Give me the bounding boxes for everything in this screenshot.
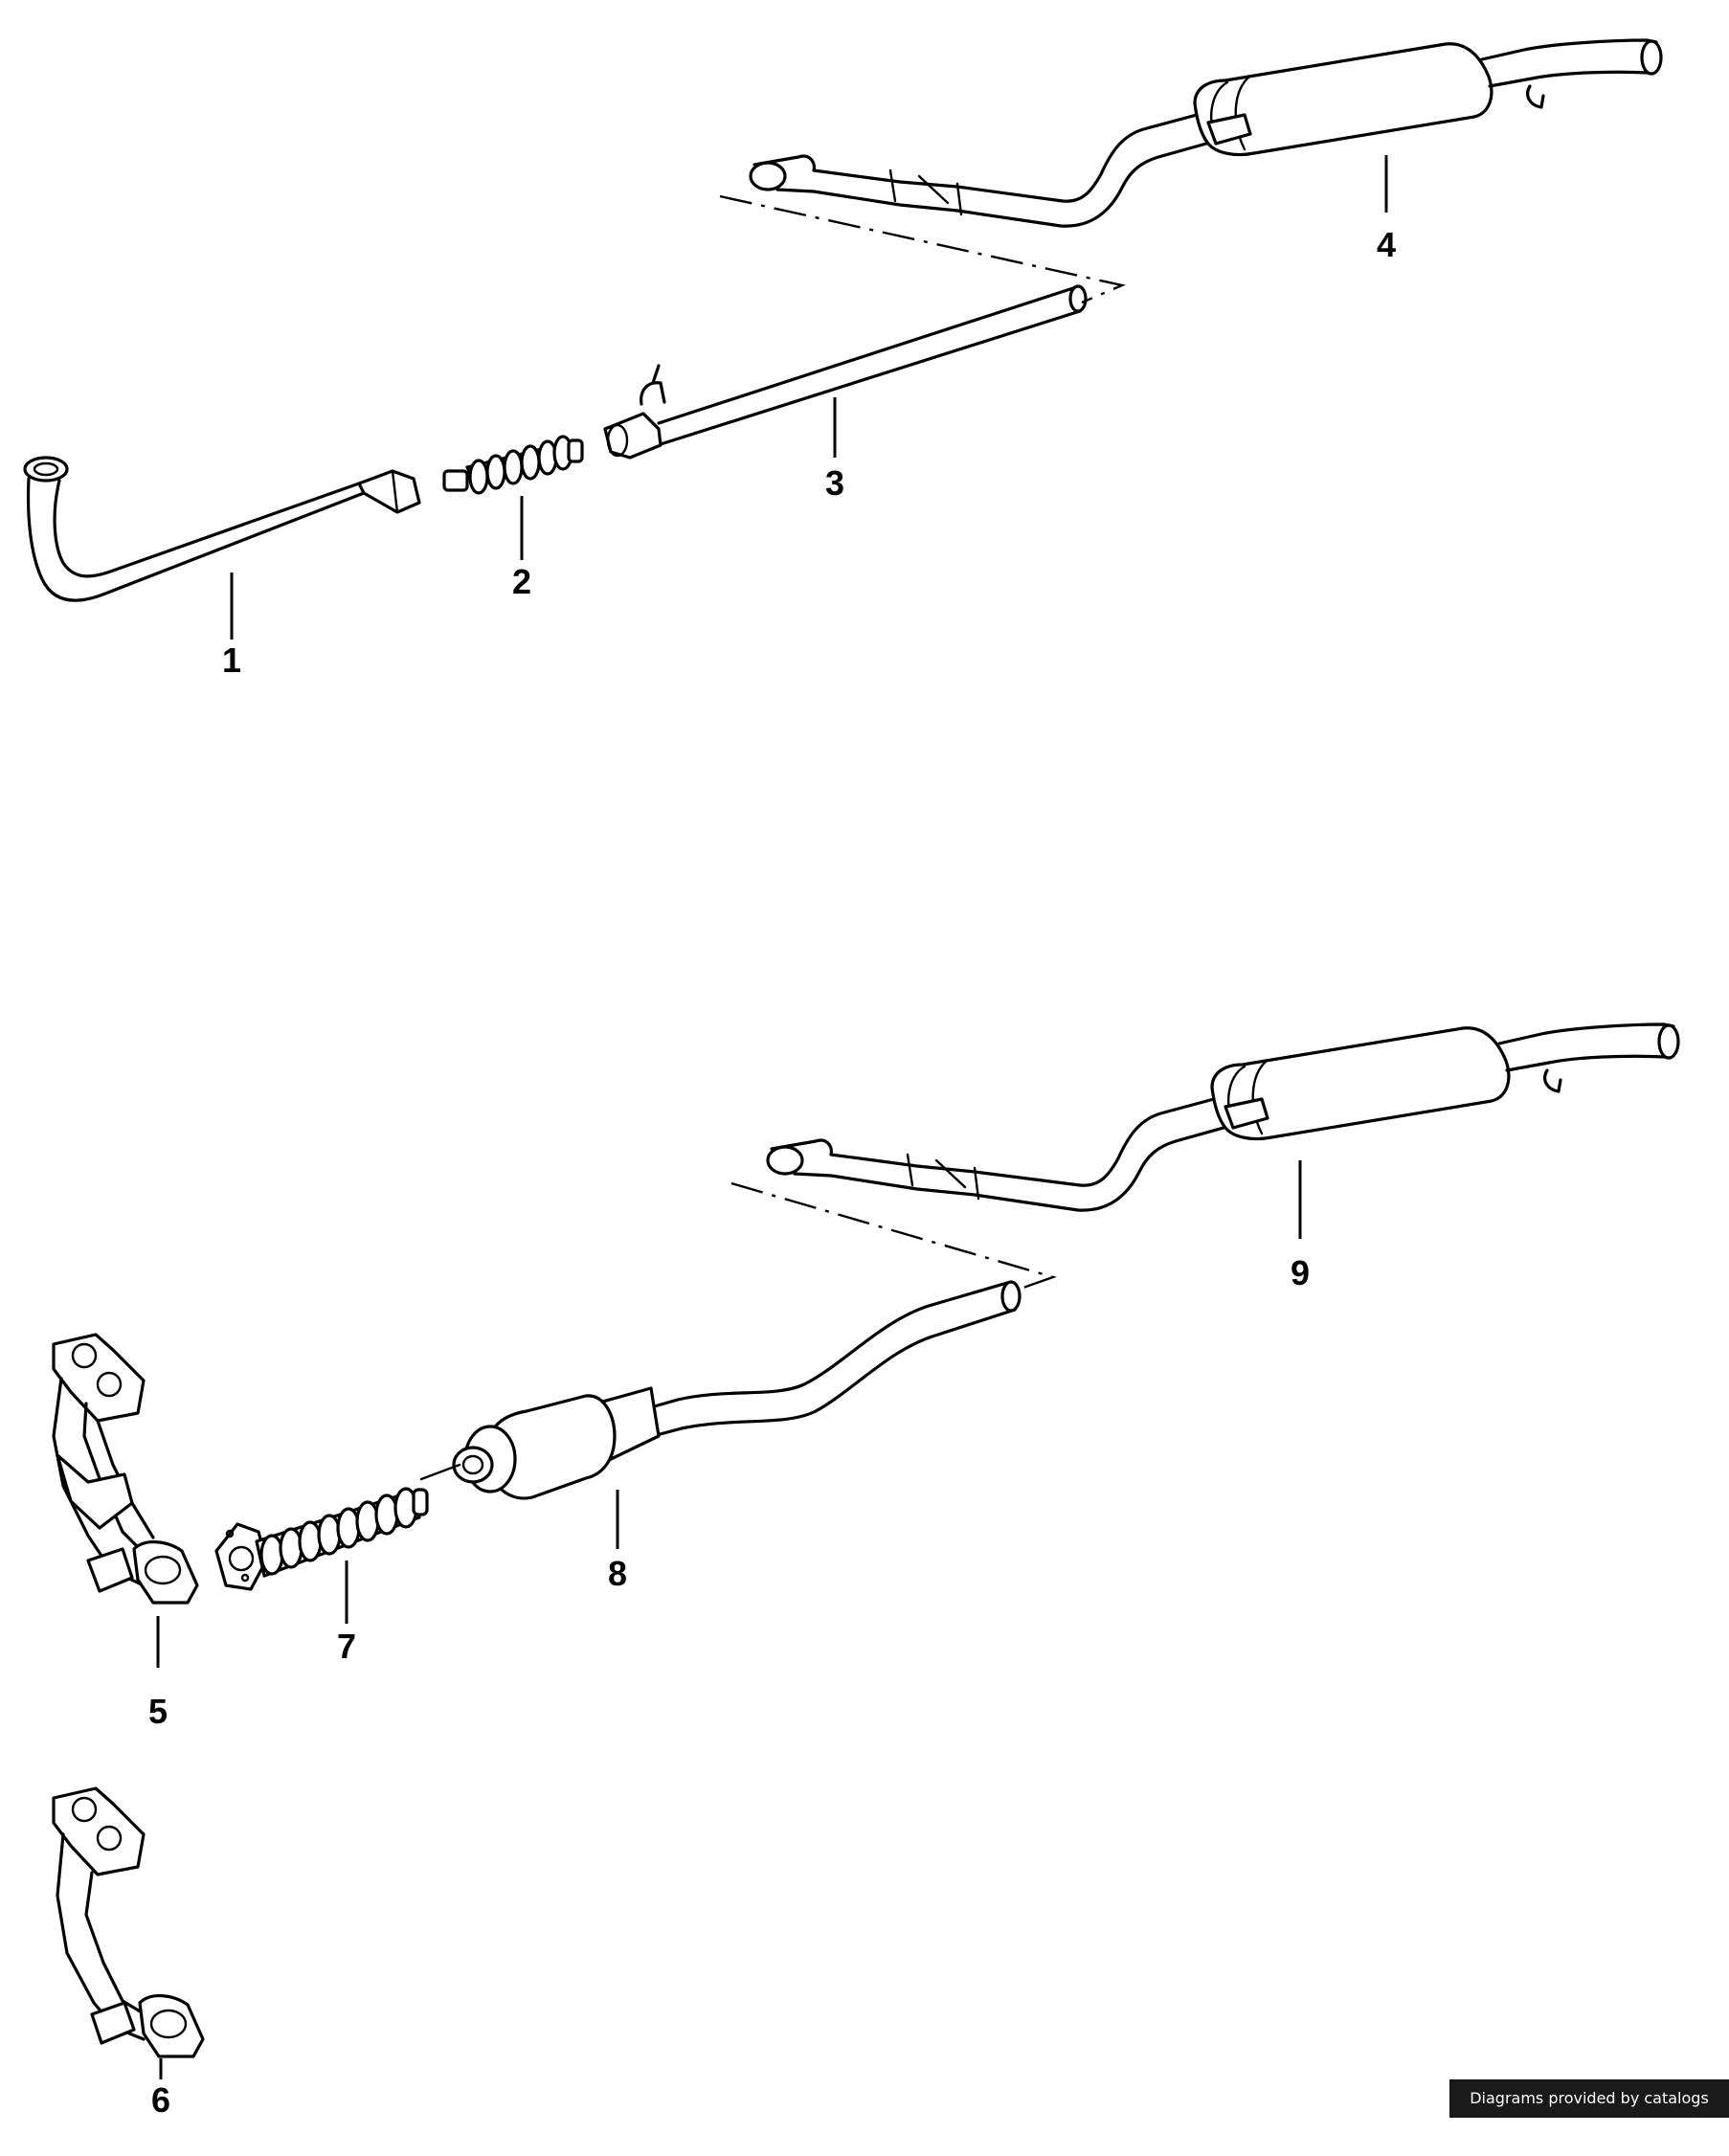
- part-1-front-pipe[interactable]: [23, 456, 421, 602]
- part-9-rear-silencer[interactable]: [766, 1022, 1680, 1212]
- part-2-flex-coupling[interactable]: [442, 435, 584, 495]
- callout-9: 9: [1291, 1253, 1310, 1292]
- callout-6: 6: [151, 2080, 170, 2118]
- callout-8: 8: [608, 1554, 627, 1593]
- callout-7: 7: [337, 1627, 356, 1666]
- callout-4: 4: [1377, 225, 1396, 264]
- part-7-flex-pipe[interactable]: [214, 1487, 429, 1591]
- connection-line-upper: [719, 194, 1126, 304]
- part-4-rear-silencer[interactable]: [749, 38, 1663, 228]
- callout-2: 2: [512, 562, 531, 601]
- credit-banner: Diagrams provided by catalogs parts: [1449, 2079, 1729, 2145]
- callout-5: 5: [148, 1692, 168, 1731]
- connection-line-lower: [730, 1181, 1057, 1292]
- part-8-catalytic-converter[interactable]: [419, 1280, 1022, 1500]
- callout-1: 1: [222, 640, 241, 680]
- part-6-downpipe[interactable]: [52, 1786, 205, 2058]
- part-3-intermediate-pipe[interactable]: [603, 284, 1088, 460]
- part-5-downpipe[interactable]: [52, 1333, 199, 1605]
- callout-3: 3: [825, 463, 844, 503]
